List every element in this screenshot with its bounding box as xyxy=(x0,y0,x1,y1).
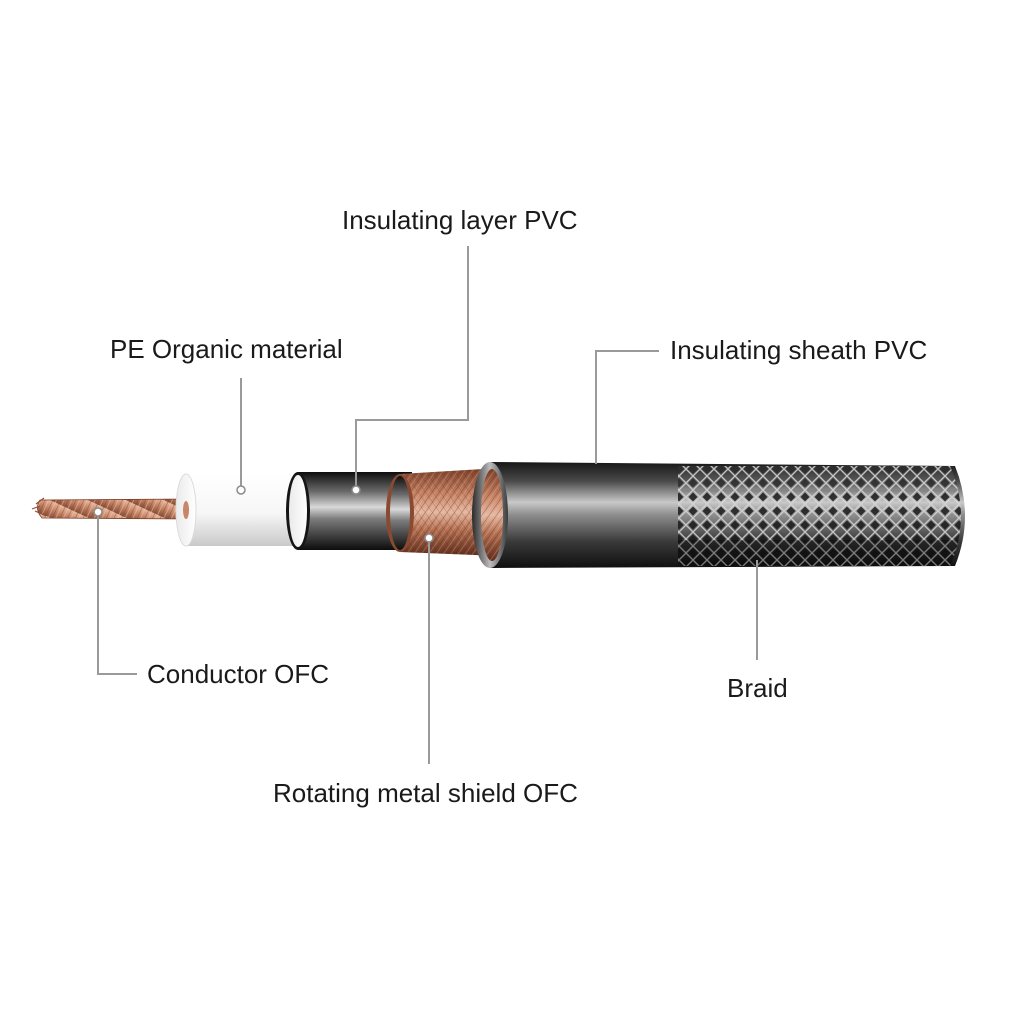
label-insulating-sheath: Insulating sheath PVC xyxy=(670,335,928,365)
insulating-layer xyxy=(286,472,412,550)
leader-lines xyxy=(97,246,758,764)
label-rotating-metal-shield: Rotating metal shield OFC xyxy=(273,778,578,808)
leader-insulating-layer xyxy=(355,246,469,488)
pe-insulation xyxy=(175,473,300,547)
label-insulating-layer: Insulating layer PVC xyxy=(342,205,578,235)
label-braid: Braid xyxy=(727,673,788,703)
leader-endpoints xyxy=(93,485,434,543)
label-conductor: Conductor OFC xyxy=(147,659,330,689)
leader-insulating-sheath xyxy=(595,350,659,464)
conductor-wire xyxy=(31,497,191,520)
label-pe-organic-material: PE Organic material xyxy=(110,334,343,364)
leader-conductor xyxy=(97,512,137,675)
braid xyxy=(678,466,961,566)
